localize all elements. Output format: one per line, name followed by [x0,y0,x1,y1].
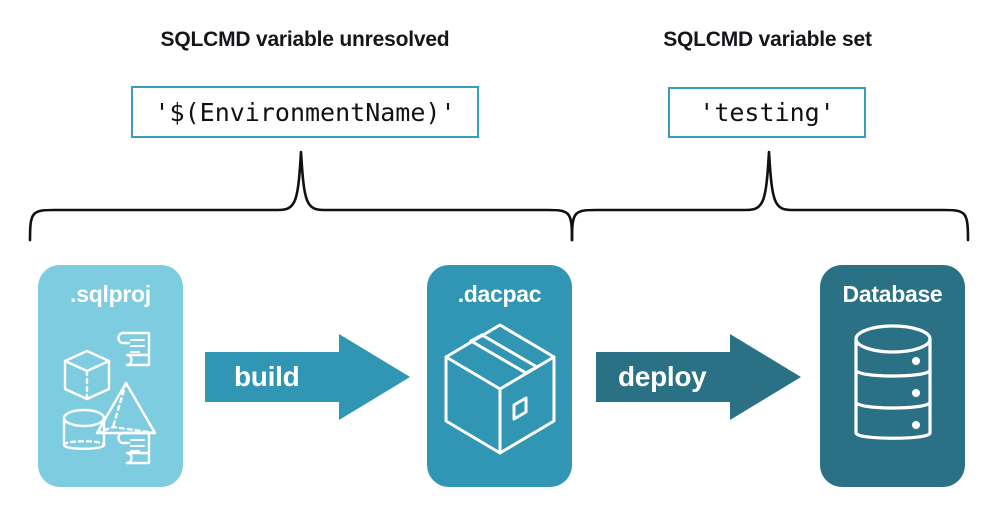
node-sqlproj-art [38,317,183,467]
brace-left-icon [28,150,574,242]
node-dacpac: .dacpac [427,265,572,487]
db-indicator-dot [911,389,920,397]
section-title-left: SQLCMD variable unresolved [160,28,450,51]
brace-right-icon [570,150,970,242]
database-cylinder-icon [853,324,932,440]
db-indicator-dot [911,421,920,429]
node-sqlproj: .sqlproj [38,265,183,487]
package-box-icon [444,323,555,455]
code-box-unresolved-variable: '$(EnvironmentName)' [131,86,479,138]
node-database-art [820,317,965,467]
arrow-right-icon [205,334,410,420]
arrow-right-icon [596,334,801,420]
db-indicator-dot [911,357,920,365]
section-title-right: SQLCMD variable set [663,28,872,51]
arrow-build-label: build [234,361,300,392]
arrow-build [205,334,410,425]
shapes-and-scripts-icon [62,331,156,465]
node-dacpac-label: .dacpac [457,281,542,307]
node-dacpac-art [427,317,572,467]
brace-left [28,150,574,247]
node-database: Database [820,265,965,487]
arrow-deploy [596,334,801,425]
code-box-set-variable: 'testing' [668,87,866,138]
node-database-label: Database [842,281,943,307]
node-sqlproj-label: .sqlproj [70,281,151,307]
brace-right [570,150,970,247]
arrow-deploy-label: deploy [618,361,707,392]
